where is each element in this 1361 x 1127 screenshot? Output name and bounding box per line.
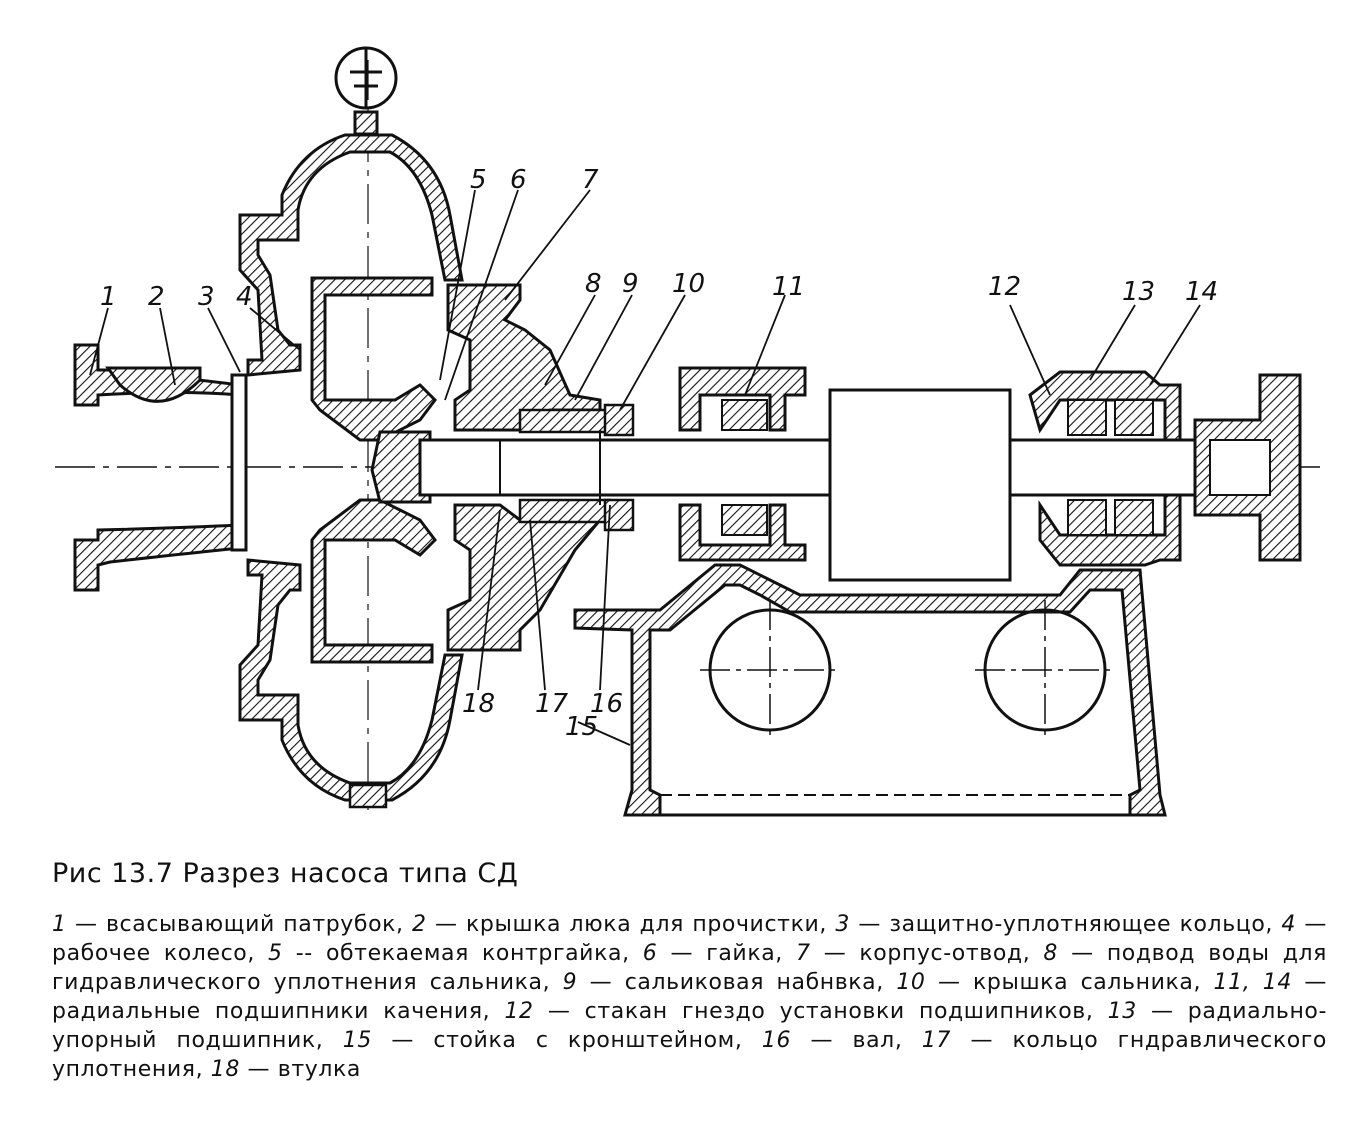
legend-num: 15 <box>342 1028 372 1053</box>
legend-num: 8 <box>1043 941 1058 966</box>
bearing-14-lower <box>1114 499 1154 536</box>
stand-bracket <box>573 563 1167 817</box>
callout-18: 18 <box>462 689 495 719</box>
callout-3: 3 <box>198 282 215 312</box>
mounting-holes <box>700 600 1115 740</box>
legend-num: 10 <box>896 970 926 995</box>
legend-text: подвод воды для гидравлического уплотнен… <box>52 941 1328 995</box>
legend-text: вал <box>852 1028 895 1053</box>
cleaning-hatch <box>105 366 202 403</box>
bearing-housing-12-lower <box>1038 493 1182 567</box>
legend-text: корпус-отвод <box>859 941 1023 966</box>
drain-plug <box>348 783 388 809</box>
volute-casing-lower <box>238 558 464 802</box>
legend-num: 6 <box>642 941 658 966</box>
legend-num: 5 <box>268 941 283 966</box>
legend-num: 1 <box>52 912 67 937</box>
legend-text: всасывающий патрубок <box>105 912 397 937</box>
bearing-13 <box>1067 399 1107 436</box>
legend-num: 7 <box>796 941 811 966</box>
volute-casing-upper <box>238 133 464 377</box>
bearing-sleeve <box>828 388 1012 582</box>
legend-text: крышка сальника <box>973 970 1194 995</box>
callout-7: 7 <box>582 165 599 195</box>
legend-text: крышка люка для прочистки <box>466 912 820 937</box>
legend-num: 4 <box>1281 912 1296 937</box>
callout-4: 4 <box>236 282 253 312</box>
legend-num: 18 <box>210 1057 240 1082</box>
bearing-housing-12 <box>1028 370 1182 442</box>
callout-16: 16 <box>590 689 623 719</box>
vent-valve <box>334 46 398 136</box>
callout-9: 9 <box>622 269 639 299</box>
leader-lines <box>89 189 1201 746</box>
figure-legend: 1 — всасывающий патрубок, 2 — крышка люк… <box>52 912 1328 1082</box>
callout-13: 13 <box>1122 277 1155 307</box>
callout-15: 15 <box>565 712 598 742</box>
callout-5: 5 <box>470 165 487 195</box>
gland-packing-lower <box>518 498 612 524</box>
callout-2: 2 <box>148 282 165 312</box>
back-cover <box>446 283 602 432</box>
legend-num: 13 <box>1107 999 1137 1024</box>
legend-num: 9 <box>562 970 578 995</box>
gland-cover <box>603 403 635 437</box>
legend-text: втулка <box>277 1057 361 1082</box>
legend-text: стакан гнездо установки подшипников <box>584 999 1086 1024</box>
legend-text: рабочее колесо <box>52 941 248 966</box>
shaft <box>418 438 1212 497</box>
legend-num: 17 <box>921 1028 952 1053</box>
legend-text: стойка с кронштейном <box>433 1028 735 1053</box>
callout-1: 1 <box>100 282 117 312</box>
bearing-11-lower <box>721 504 768 536</box>
callout-11: 11 <box>772 272 805 302</box>
gland-packing <box>518 408 612 434</box>
bearing-11 <box>721 399 768 431</box>
callout-12: 12 <box>988 272 1021 302</box>
legend-text: кольцо гндравлического уплотнения <box>52 1028 1327 1082</box>
legend-text: радиальные подшипники качения <box>52 999 483 1024</box>
legend-num: 2 <box>412 912 427 937</box>
legend-text: гайка <box>706 941 776 966</box>
bearing-housing-11-lower <box>678 503 807 562</box>
bearing-housing-11 <box>678 366 807 432</box>
legend-num: 3 <box>835 912 850 937</box>
sealing-ring <box>230 373 248 552</box>
legend-text: сальиковая набнвка <box>624 970 877 995</box>
legend-text: защитно-уплотняющее кольцо <box>889 912 1266 937</box>
pump-section-drawing: 1 2 3 4 5 6 7 8 9 10 11 12 13 14 15 16 1… <box>55 46 1320 817</box>
impeller-nut <box>370 430 432 504</box>
figure-caption: Рис 13.7 Разрез насоса типа СД <box>52 858 519 889</box>
suction-pipe-lower <box>73 523 242 592</box>
legend-num: 12 <box>504 999 534 1024</box>
impeller-upper <box>310 276 437 442</box>
callout-14: 14 <box>1185 277 1218 307</box>
legend-num: 16 <box>761 1028 792 1053</box>
legend-num: 11, 14 <box>1213 970 1292 995</box>
bearing-13-lower <box>1067 499 1107 536</box>
callout-6: 6 <box>510 165 527 195</box>
callout-17: 17 <box>535 689 569 719</box>
callout-10: 10 <box>672 269 705 299</box>
bearing-14 <box>1114 399 1154 436</box>
legend-text: радиально-упорный подшипник <box>52 999 1328 1053</box>
legend-text: обтекаемая контргайка <box>325 941 623 966</box>
impeller-lower <box>310 498 437 664</box>
callout-8: 8 <box>585 269 602 299</box>
